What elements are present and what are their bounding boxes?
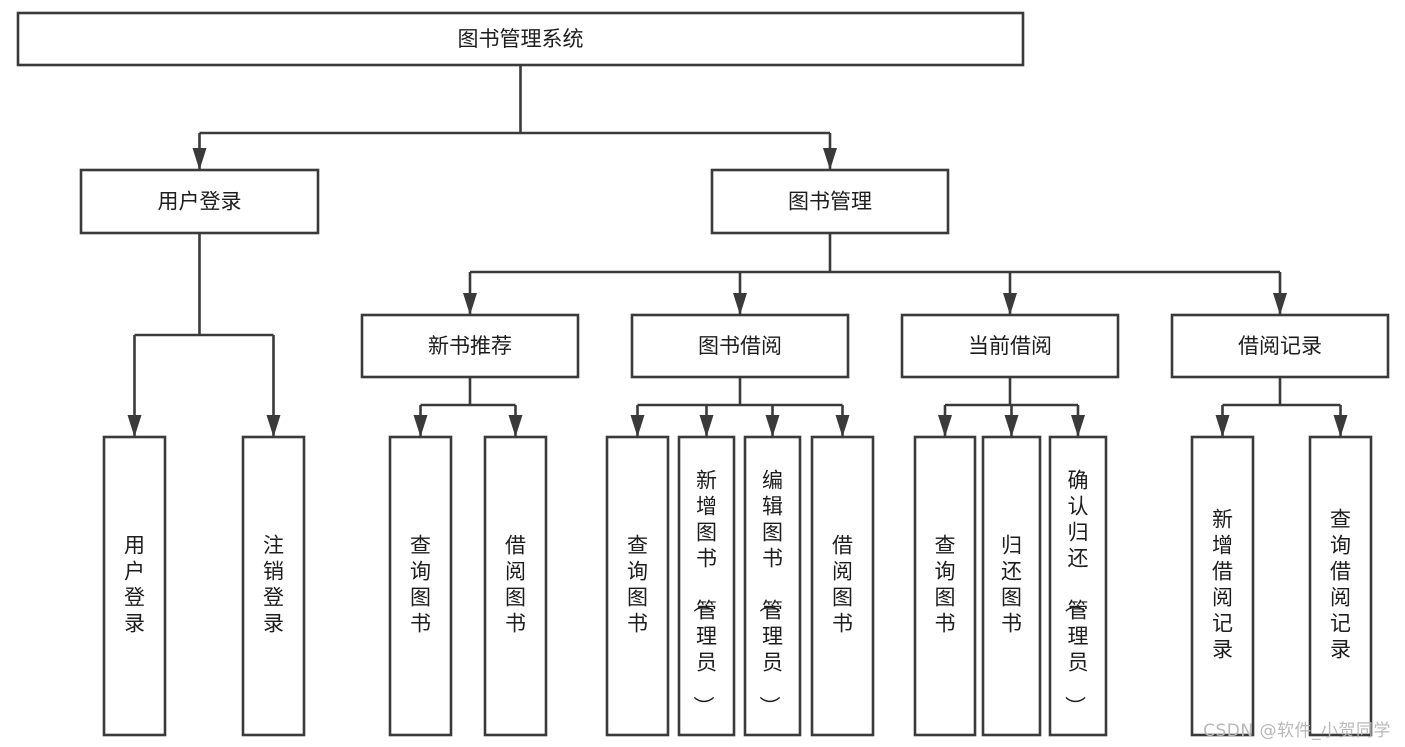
arrow-head-icon-borrow-book-1: [508, 415, 523, 437]
arrow-head-icon-query-book-1: [413, 415, 428, 437]
arrow-head-icon-edit-book-admin: [765, 415, 780, 437]
arrow-head-icon-user-login-do: [127, 415, 142, 437]
node-confirm-return-admin[interactable]: 确认归还（管理员）: [1048, 435, 1108, 737]
node-query-book-1[interactable]: 查询图书: [388, 435, 453, 737]
node-box-user-login-do: [102, 435, 167, 737]
node-box-query-book-3: [913, 435, 977, 737]
node-box-query-book-1: [388, 435, 453, 737]
csdn-watermark: CSDN @软件_小贺同学: [1203, 721, 1391, 741]
arrow-head-icon-query-borrow-record: [1333, 415, 1348, 437]
arrow-head-icon-user-login: [192, 148, 207, 170]
node-borrow-book-1[interactable]: 借阅图书: [483, 435, 548, 737]
node-box-user-logout: [241, 435, 306, 737]
node-label-current-borrow: 当前借阅: [968, 334, 1052, 358]
node-box-return-book: [981, 435, 1042, 737]
node-label-return-book: 归还图书: [1001, 534, 1022, 636]
node-user-login[interactable]: 用户登录: [79, 168, 320, 235]
node-label-query-borrow-record: 查询借阅记录: [1330, 508, 1351, 662]
node-book-borrow[interactable]: 图书借阅: [630, 313, 850, 379]
arrow-head-icon-borrow-book-2: [835, 415, 850, 437]
node-borrow-book-2[interactable]: 借阅图书: [810, 435, 875, 737]
arrow-head-icon-new-book-recommend: [463, 293, 477, 315]
arrow-head-icon-user-logout: [266, 415, 281, 437]
node-query-book-2[interactable]: 查询图书: [605, 435, 670, 737]
node-label-new-book-recommend: 新书推荐: [428, 334, 512, 358]
node-root[interactable]: 图书管理系统: [16, 11, 1025, 67]
node-current-borrow[interactable]: 当前借阅: [900, 313, 1120, 379]
node-box-book-management: [710, 168, 950, 235]
arrow-head-icon-add-borrow-record: [1215, 415, 1230, 437]
node-return-book[interactable]: 归还图书: [981, 435, 1042, 737]
node-layer: 图书管理系统用户登录用户登录注销登录图书管理新书推荐查询图书借阅图书图书借阅查询…: [16, 11, 1390, 737]
node-label-add-borrow-record: 新增借阅记录: [1212, 508, 1233, 662]
arrow-head-icon-confirm-return-admin: [1071, 415, 1085, 437]
arrow-head-icon-book-borrow: [733, 293, 747, 315]
node-box-query-book-2: [605, 435, 670, 737]
node-label-add-book-admin: 新增图书（管理员）: [691, 469, 717, 717]
node-box-edit-book-admin: [743, 435, 802, 737]
arrow-head-icon-query-book-3: [938, 415, 952, 437]
node-label-borrow-record: 借阅记录: [1238, 334, 1322, 358]
node-box-book-borrow: [630, 313, 850, 379]
node-label-user-logout: 注销登录: [263, 534, 284, 636]
node-label-borrow-book-1: 借阅图书: [505, 534, 526, 636]
node-new-book-recommend[interactable]: 新书推荐: [360, 313, 580, 379]
node-query-borrow-record[interactable]: 查询借阅记录: [1308, 435, 1373, 737]
node-label-borrow-book-2: 借阅图书: [832, 534, 853, 636]
node-box-borrow-record: [1170, 313, 1390, 379]
arrow-head-icon-add-book-admin: [699, 415, 714, 437]
node-label-confirm-return-admin: 确认归还（管理员）: [1063, 469, 1089, 717]
node-box-add-borrow-record: [1190, 435, 1255, 737]
node-edit-book-admin[interactable]: 编辑图书（管理员）: [743, 435, 802, 737]
node-label-book-borrow: 图书借阅: [698, 334, 782, 358]
node-box-new-book-recommend: [360, 313, 580, 379]
node-label-root: 图书管理系统: [458, 27, 584, 51]
node-user-login-do[interactable]: 用户登录: [102, 435, 167, 737]
connector-layer: [127, 65, 1348, 437]
arrow-head-icon-borrow-record: [1273, 293, 1287, 315]
arrow-head-icon-return-book: [1004, 415, 1019, 437]
node-box-user-login: [79, 168, 320, 235]
arrow-head-icon-book-management: [823, 148, 837, 170]
node-query-book-3[interactable]: 查询图书: [913, 435, 977, 737]
node-label-user-login: 用户登录: [158, 190, 242, 214]
node-box-borrow-book-2: [810, 435, 875, 737]
node-box-current-borrow: [900, 313, 1120, 379]
node-box-confirm-return-admin: [1048, 435, 1108, 737]
node-box-add-book-admin: [677, 435, 736, 737]
node-label-edit-book-admin: 编辑图书（管理员）: [757, 469, 783, 717]
node-book-management[interactable]: 图书管理: [710, 168, 950, 235]
node-box-root: [16, 11, 1025, 67]
node-label-book-management: 图书管理: [788, 190, 872, 214]
node-add-borrow-record[interactable]: 新增借阅记录: [1190, 435, 1255, 737]
arrow-head-icon-query-book-2: [630, 415, 645, 437]
node-label-query-book-2: 查询图书: [627, 534, 648, 636]
arrow-head-icon-current-borrow: [1003, 293, 1017, 315]
node-label-query-book-3: 查询图书: [935, 534, 956, 636]
node-borrow-record[interactable]: 借阅记录: [1170, 313, 1390, 379]
node-box-query-borrow-record: [1308, 435, 1373, 737]
node-box-borrow-book-1: [483, 435, 548, 737]
node-label-user-login-do: 用户登录: [124, 534, 145, 636]
node-label-query-book-1: 查询图书: [410, 534, 431, 636]
node-user-logout[interactable]: 注销登录: [241, 435, 306, 737]
node-add-book-admin[interactable]: 新增图书（管理员）: [677, 435, 736, 737]
